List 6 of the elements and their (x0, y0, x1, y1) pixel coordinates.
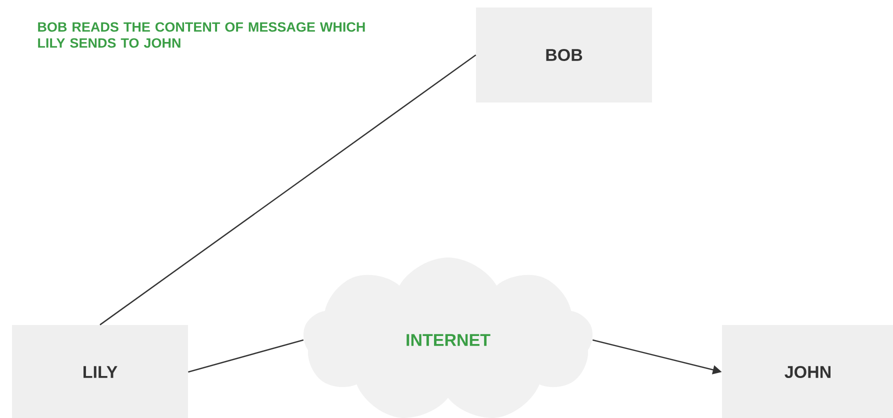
note-text: BOB READS THE CONTENT OF MESSAGE WHICH LILY SENDS TO JOHN (38, 22, 365, 48)
person-box: BOB (476, 8, 652, 102)
person-box: LILY (12, 325, 188, 418)
connector-line (100, 54, 476, 326)
person-box: JOHN (722, 325, 893, 418)
connector-line (188, 339, 304, 373)
